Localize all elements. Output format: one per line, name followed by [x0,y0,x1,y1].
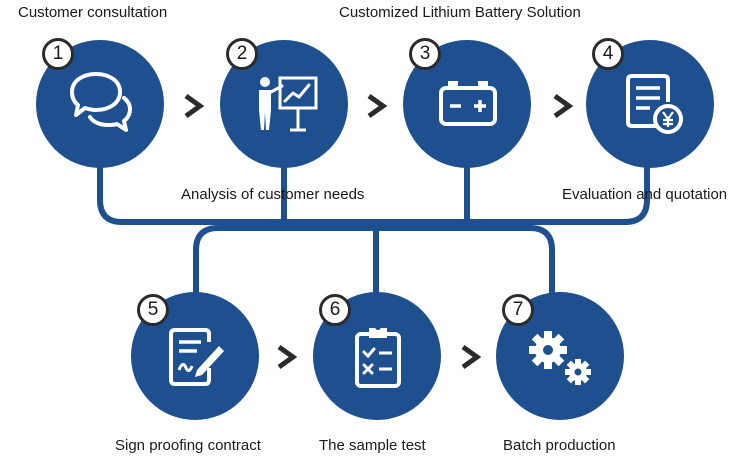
checklist-clipboard-icon [355,324,401,388]
step-5-number-badge: 5 [137,294,169,326]
chevron-right-icon [277,344,298,370]
chevron-right-icon [553,93,574,119]
yen-document-icon [626,74,683,134]
gears-icon [529,331,591,385]
step-1-number-badge: 1 [42,38,74,70]
step-4-label: Evaluation and quotation [562,186,728,203]
chevron-right-icon [184,93,205,119]
step-1-label: Customer consultation [18,4,168,21]
step-5-label: Sign proofing contract [115,437,261,454]
chevron-right-icon [367,93,388,119]
step-7-number-badge: 7 [502,294,534,326]
battery-icon [439,81,497,126]
step-6-label: The sample test [319,437,426,454]
step-2-number-badge: 2 [226,38,258,70]
step-2-label: Analysis of customer needs [181,186,365,203]
step-3-label: Customized Lithium Battery Solution [339,4,581,21]
presentation-board-icon [259,76,318,132]
step-4-number-badge: 4 [592,38,624,70]
step-7-label: Batch production [503,437,616,454]
step-3-number-badge: 3 [409,38,441,70]
signed-contract-icon [169,328,224,386]
chevron-right-icon [461,344,482,370]
chat-bubbles-icon [70,72,132,132]
step-6-number-badge: 6 [319,294,351,326]
step-4-circle [586,40,714,168]
